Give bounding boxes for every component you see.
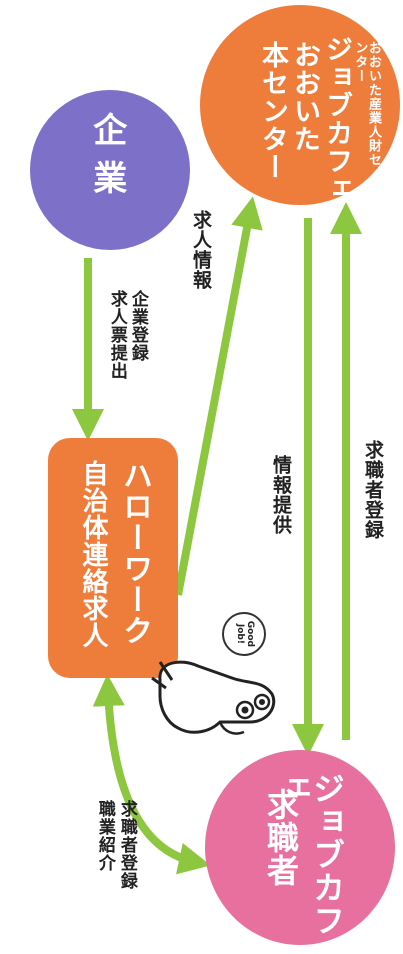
jobseeker-to-jobcafe-label: 求職者登録	[361, 440, 384, 540]
mascot-speech-text: Good Job!	[235, 620, 255, 648]
hellowork-label-2: 自治体連絡求人	[78, 460, 108, 649]
hellowork-jobseeker-label-2: 職業紹介	[94, 800, 115, 872]
jobcafe-oita-main-label-3: 本センター	[257, 41, 288, 181]
kigyo-flow-label-1: 企業登録	[127, 290, 148, 362]
kigyo-label: 企業	[86, 112, 127, 208]
arrow-hellowork-to-jobcafe	[174, 196, 263, 596]
hellowork-node: ハローワーク 自治体連絡求人	[48, 438, 178, 678]
kigyo-node: 企業	[30, 90, 190, 250]
mascot-speech-bubble: Good Job!	[222, 612, 266, 656]
arrow-hellowork-jobseeker	[92, 674, 211, 875]
jobcafe-oita-sub-label: おおいた産業人財センター	[352, 41, 381, 167]
hellowork-label-1: ハローワーク	[117, 460, 152, 646]
jobseeker-node: ジョブカフェ 求職者	[205, 750, 395, 945]
jobcafe-oita-main-label-2: おおいた	[289, 41, 320, 153]
hellowork-flow-label: 求人情報	[189, 210, 212, 290]
hellowork-jobseeker-label-1: 求職者登録	[116, 800, 137, 890]
jobseeker-label-2: 求職者	[262, 788, 300, 887]
kigyo-flow-label-2: 求人票提出	[106, 290, 127, 380]
mascot-thumbs-up-image	[151, 660, 276, 735]
jobcafe-oita-node: おおいた産業人財センター ジョブカフェ おおいた 本センター	[200, 5, 400, 205]
jobcafe-to-jobseeker-label: 情報提供	[269, 455, 292, 535]
jobseeker-label-1: ジョブカフェ	[274, 772, 346, 937]
jobcafe-oita-main-label-1: ジョブカフェ	[321, 35, 352, 203]
